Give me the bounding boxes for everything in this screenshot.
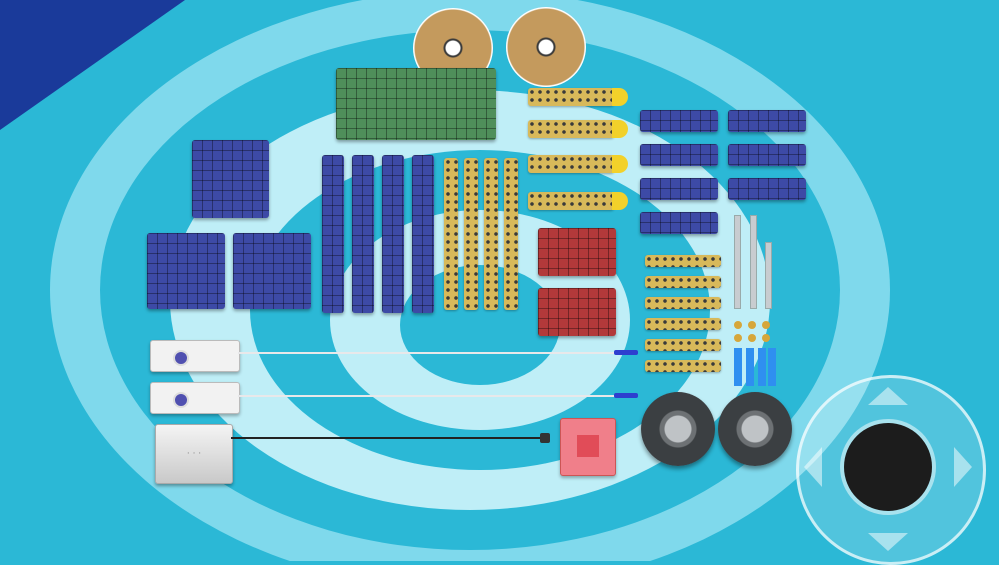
metal-rod[interactable] xyxy=(750,215,757,309)
nut-icon xyxy=(734,321,742,329)
blue-square-plate[interactable] xyxy=(147,233,225,309)
blue-small-plate[interactable] xyxy=(640,212,718,234)
cable-jack xyxy=(540,433,550,443)
beam-tip xyxy=(612,155,628,173)
nut-icon xyxy=(748,334,756,342)
arrow-right-icon xyxy=(954,447,972,487)
yellow-beam-vertical[interactable] xyxy=(464,158,478,310)
blue-small-plate[interactable] xyxy=(640,110,718,132)
red-plate[interactable] xyxy=(538,228,616,276)
blue-long-plate[interactable] xyxy=(322,155,344,313)
wire-plug xyxy=(614,393,638,398)
gold-beam[interactable] xyxy=(645,255,721,267)
blue-axle xyxy=(746,348,754,386)
blue-small-plate[interactable] xyxy=(640,144,718,166)
blue-small-plate[interactable] xyxy=(728,178,806,200)
battery-box[interactable]: · · · xyxy=(155,424,233,484)
nut-icon xyxy=(762,321,770,329)
yellow-beam-horizontal[interactable] xyxy=(528,88,614,106)
yellow-beam-vertical[interactable] xyxy=(484,158,498,310)
beam-tip xyxy=(612,88,628,106)
servo-wire xyxy=(238,395,616,397)
gold-beam[interactable] xyxy=(645,360,721,372)
arrow-down-icon xyxy=(868,533,908,551)
servo-wire xyxy=(238,352,616,354)
yellow-beam-horizontal[interactable] xyxy=(528,155,614,173)
nut-icon xyxy=(748,321,756,329)
blue-long-plate[interactable] xyxy=(352,155,374,313)
corner-shape xyxy=(0,0,185,130)
blue-axle xyxy=(768,348,776,386)
wheel[interactable] xyxy=(718,392,792,466)
blue-long-plate[interactable] xyxy=(382,155,404,313)
red-plate[interactable] xyxy=(538,288,616,336)
wheel[interactable] xyxy=(641,392,715,466)
blue-long-plate[interactable] xyxy=(412,155,434,313)
gold-beam[interactable] xyxy=(645,276,721,288)
green-plate[interactable] xyxy=(336,68,496,140)
spool-right[interactable] xyxy=(506,7,586,87)
beam-tip xyxy=(612,120,628,138)
servo-motor[interactable] xyxy=(150,382,240,414)
blue-square-plate[interactable] xyxy=(233,233,311,309)
nut-icon xyxy=(762,334,770,342)
gold-beam[interactable] xyxy=(645,339,721,351)
servo-hub-icon xyxy=(173,350,189,366)
blue-axle xyxy=(758,348,766,386)
beam-tip xyxy=(612,192,628,210)
blue-small-plate[interactable] xyxy=(728,144,806,166)
small-parts[interactable] xyxy=(730,318,780,390)
controller-board[interactable] xyxy=(560,418,616,476)
servo-hub-icon xyxy=(173,392,189,408)
metal-rod[interactable] xyxy=(765,242,772,309)
yellow-beam-horizontal[interactable] xyxy=(528,120,614,138)
yellow-beam-vertical[interactable] xyxy=(444,158,458,310)
joystick-arrows xyxy=(804,387,972,551)
arrow-up-icon xyxy=(868,387,908,405)
arrow-left-icon xyxy=(804,447,822,487)
blue-square-plate[interactable] xyxy=(192,140,269,218)
battery-cable xyxy=(231,437,543,439)
joystick-knob[interactable] xyxy=(844,423,932,511)
blue-small-plate[interactable] xyxy=(640,178,718,200)
yellow-beam-vertical[interactable] xyxy=(504,158,518,310)
wire-plug xyxy=(614,350,638,355)
board-chip xyxy=(577,435,599,457)
gold-beam[interactable] xyxy=(645,318,721,330)
yellow-beam-horizontal[interactable] xyxy=(528,192,614,210)
blue-axle xyxy=(734,348,742,386)
nut-icon xyxy=(734,334,742,342)
metal-rod[interactable] xyxy=(734,215,741,309)
battery-label: · · · xyxy=(186,449,202,459)
gold-beam[interactable] xyxy=(645,297,721,309)
servo-motor[interactable] xyxy=(150,340,240,372)
blue-small-plate[interactable] xyxy=(728,110,806,132)
